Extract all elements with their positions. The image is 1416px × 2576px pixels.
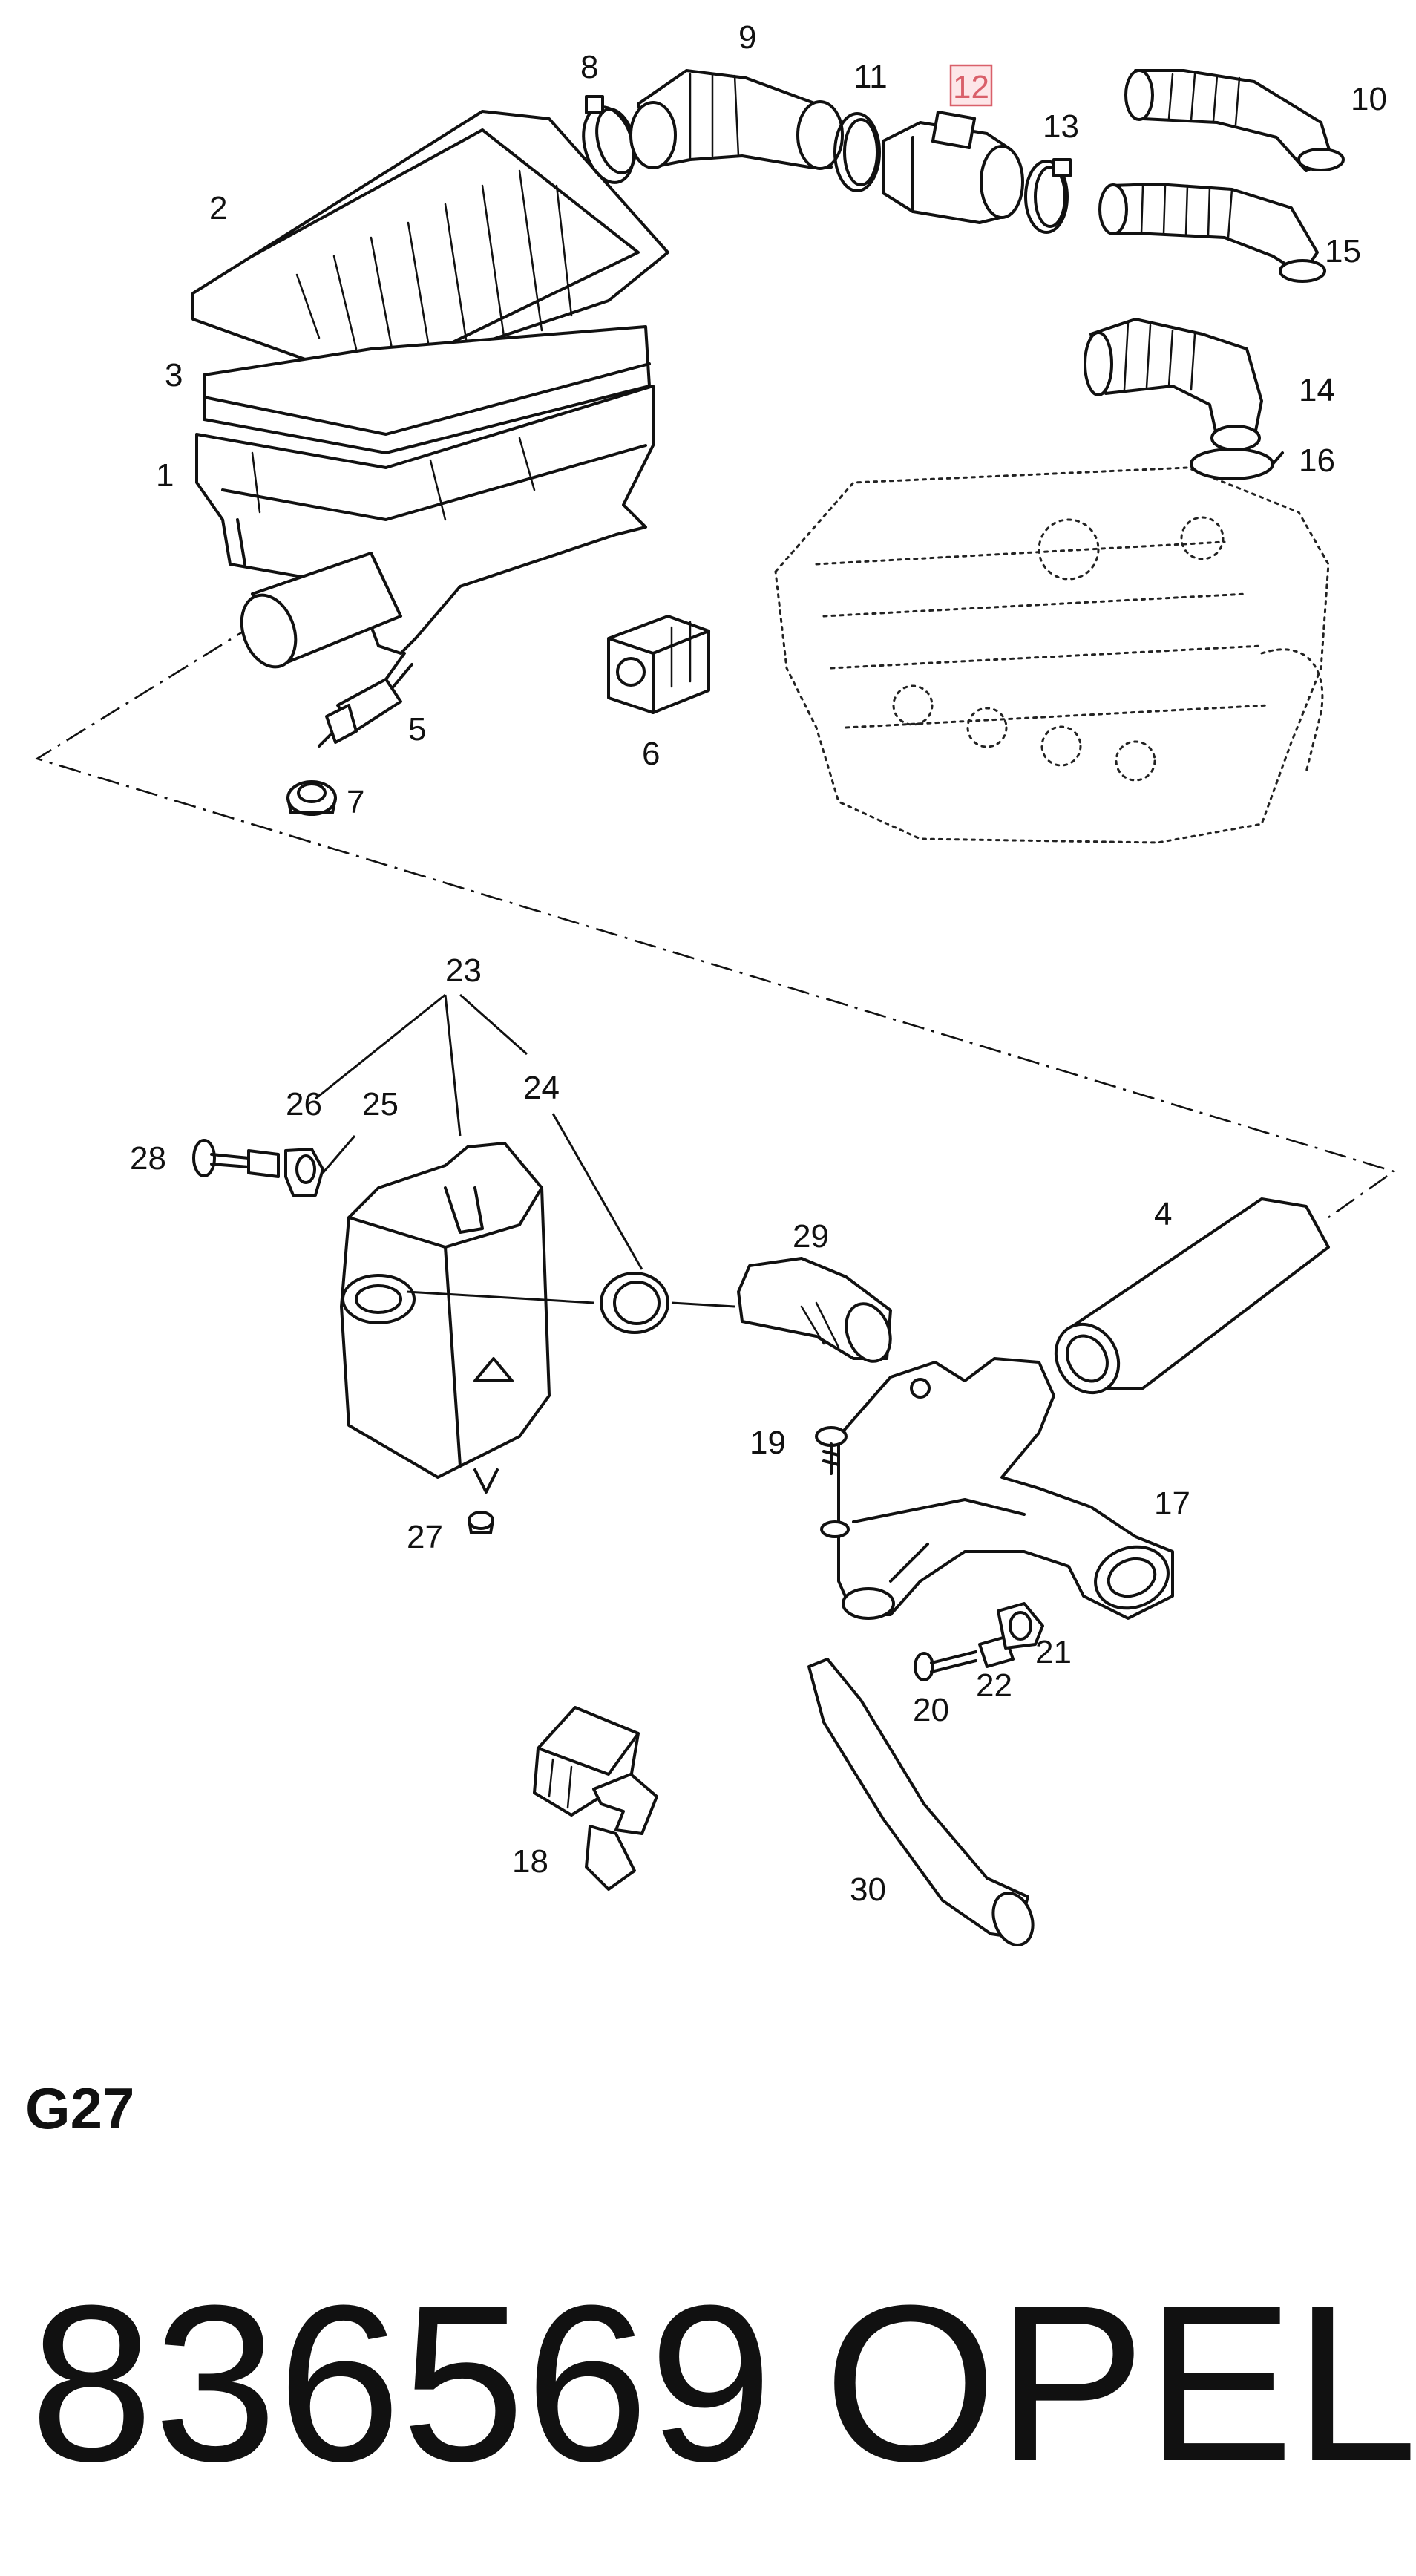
part-label-8: 8 [580,49,598,85]
part-label-24: 24 [523,1070,560,1106]
dashed-reference-line [34,622,1396,1219]
part-label-25: 25 [362,1086,399,1122]
part-label-21: 21 [1035,1634,1072,1670]
part-label-14: 14 [1299,372,1335,408]
part-label-19: 19 [750,1425,786,1461]
intake-bellows-hose [629,69,844,170]
exploded-parts-diagram: 1 2 3 4 5 6 7 8 9 10 11 12 13 14 15 16 1… [34,19,1396,1946]
part-label-26: 26 [286,1086,322,1122]
part-label-10: 10 [1351,81,1387,117]
part-number: 836569 [30,2258,773,2508]
part-label-15: 15 [1325,233,1361,269]
rubber-mount [607,615,710,714]
part-label-1: 1 [156,457,174,494]
part-label-16: 16 [1299,442,1335,479]
intake-hose-10 [1124,69,1345,172]
engine-block-outline [774,466,1330,844]
leader-lines [315,993,735,1308]
bracket-18 [533,1706,658,1891]
part-label-18: 18 [512,1843,548,1880]
drain-hose-30 [807,1658,1035,1946]
part-label-5: 5 [408,711,426,748]
spacer-26 [247,1149,280,1178]
part-label-13: 13 [1043,108,1079,145]
bolt-28 [192,1139,250,1177]
part-label-28: 28 [130,1140,166,1177]
part-label-22: 22 [976,1667,1012,1704]
part-label-12: 12 [953,69,989,105]
part-label-3: 3 [165,357,183,393]
part-label-27: 27 [407,1519,443,1555]
part-labels: 1 2 3 4 5 6 7 8 9 10 11 12 13 14 15 16 1… [130,19,1387,1908]
part-label-9: 9 [738,19,756,56]
part-label-20: 20 [913,1692,949,1728]
tube-4 [1054,1197,1330,1395]
grommet [286,780,337,816]
intake-snorkel [240,552,402,669]
hose-clamp-13 [1024,158,1072,234]
part-label-30: 30 [850,1871,886,1908]
part-label-29: 29 [793,1218,829,1255]
intake-air-temperature-sensor [318,652,413,748]
bush-25 [284,1148,324,1197]
screw-20 [914,1650,977,1681]
part-label-17: 17 [1154,1485,1190,1522]
grommet-21 [997,1602,1044,1650]
part-label-4: 4 [1154,1196,1172,1232]
diagram-code: G27 [25,2076,135,2141]
nut-27 [468,1511,494,1534]
air-filter-cover [191,110,669,376]
hose-clamp-11 [833,112,881,192]
part-label-11: 11 [853,59,888,95]
air-mass-meter [882,110,1024,224]
resonator-box [340,1142,551,1494]
washer [820,1520,850,1538]
part-label-7: 7 [347,784,364,820]
filter-element [203,325,651,454]
screw-19 [815,1426,848,1475]
brand-name: OPEL [824,2258,1416,2508]
part-label-23: 23 [445,952,482,989]
intake-hose-15 [1098,183,1326,283]
intake-hose-29 [737,1257,892,1363]
seal-ring-24 [600,1272,669,1334]
hose-clamp-16 [1190,448,1284,480]
part-label-2: 2 [209,190,227,226]
intake-duct-17 [837,1357,1174,1620]
highlight-box-12 [949,64,993,107]
part-label-6: 6 [642,736,660,772]
elbow-hose-14 [1084,318,1263,451]
filter-housing-lower [195,385,655,655]
